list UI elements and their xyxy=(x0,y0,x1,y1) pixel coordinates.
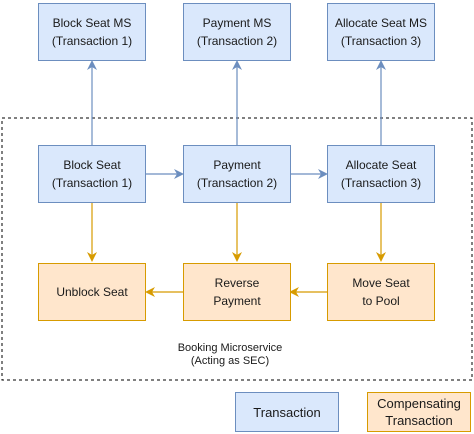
legend-transaction-label: Transaction xyxy=(253,404,321,420)
reverse-payment-compensation-box: Reverse Payment xyxy=(183,263,291,321)
legend-compensating-label-line2: Transaction xyxy=(385,413,453,428)
box-label-line1: Allocate Seat MS xyxy=(334,16,428,30)
box-label-line2: to Pool xyxy=(362,294,400,308)
box-label-line1: Block Seat MS xyxy=(52,16,132,30)
box-label-line1: Block Seat xyxy=(63,158,121,172)
unblock-seat-compensation-box: Unblock Seat xyxy=(38,263,146,321)
payment-transaction-box: Payment (Transaction 2) xyxy=(183,145,291,203)
box-label-line2: (Transaction 1) xyxy=(51,176,133,190)
legend-transaction: Transaction xyxy=(235,392,339,432)
box-label-line2: (Transaction 3) xyxy=(340,34,422,48)
allocate-seat-ms-box: Allocate Seat MS (Transaction 3) xyxy=(327,3,435,61)
booking-microservice-label: Booking Microservice (Acting as SEC) xyxy=(140,342,320,368)
box-label-line1: Payment xyxy=(213,158,261,172)
box-label-line1: Move Seat xyxy=(352,276,410,290)
move-seat-to-pool-compensation-box: Move Seat to Pool xyxy=(327,263,435,321)
box-label-line1: Reverse xyxy=(214,276,260,290)
box-label-line1: Payment MS xyxy=(202,16,272,30)
box-label-line2: (Transaction 3) xyxy=(340,176,422,190)
boundary-label-line2: (Acting as SEC) xyxy=(190,355,270,367)
legend-compensating-transaction: Compensating Transaction xyxy=(367,392,471,432)
box-label-line2: Payment xyxy=(213,294,261,308)
box-label-line1: Unblock Seat xyxy=(56,285,128,299)
box-label-line2: (Transaction 1) xyxy=(51,34,133,48)
box-label-line1: Allocate Seat xyxy=(345,158,417,172)
boundary-label-line1: Booking Microservice xyxy=(177,342,283,354)
box-label-line2: (Transaction 2) xyxy=(196,34,278,48)
block-seat-ms-box: Block Seat MS (Transaction 1) xyxy=(38,3,146,61)
box-label-line2: (Transaction 2) xyxy=(196,176,278,190)
block-seat-transaction-box: Block Seat (Transaction 1) xyxy=(38,145,146,203)
allocate-seat-transaction-box: Allocate Seat (Transaction 3) xyxy=(327,145,435,203)
payment-ms-box: Payment MS (Transaction 2) xyxy=(183,3,291,61)
legend-compensating-label-line1: Compensating xyxy=(377,396,461,411)
